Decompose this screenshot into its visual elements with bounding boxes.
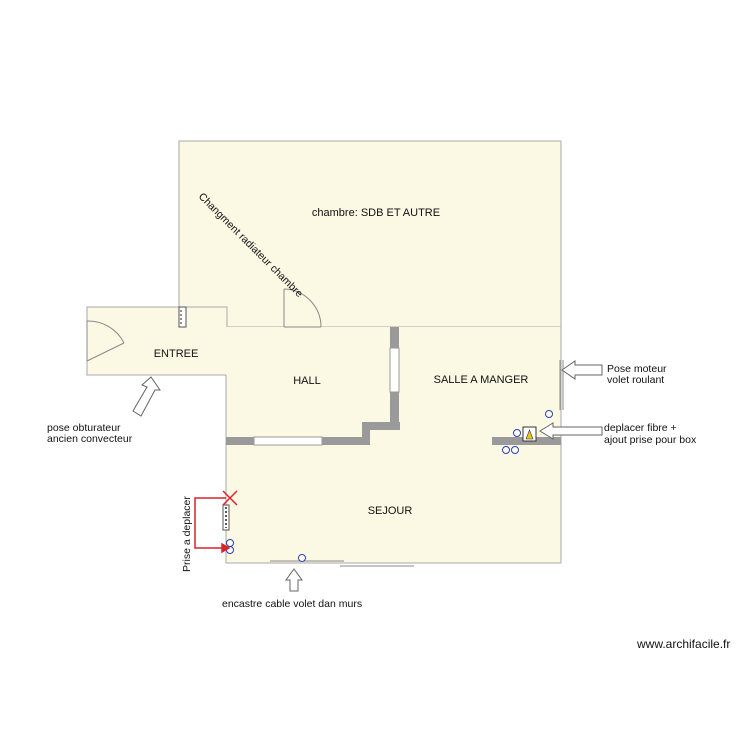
room-salle-a-manger [396, 327, 561, 442]
window-sejour-west [222, 504, 230, 531]
annotation-fibre-line1: deplacer fibre + [604, 422, 677, 434]
wall-step-vertical [362, 422, 370, 445]
door-entree [86, 320, 125, 362]
annotation-fibre-line2: ajout prise pour box [604, 434, 697, 446]
annotation-obturateur-line1: pose obturateur [47, 422, 121, 434]
watermark: www.archifacile.fr [636, 637, 730, 651]
room-label-chambre: chambre: SDB ET AUTRE [312, 207, 440, 219]
wall-hall-south-left [226, 437, 254, 445]
room-chambre [178, 140, 562, 328]
arrow-up-obturateur-icon [132, 376, 161, 417]
wall-stub-chambre [178, 306, 187, 328]
window-sejour-south [270, 560, 414, 567]
room-sejour [226, 442, 561, 563]
wall-hall-south-right [322, 437, 370, 445]
room-entree [86, 306, 228, 376]
room-label-sejour: SEJOUR [368, 505, 413, 517]
annotation-obturateur-line2: ancien convecteur [47, 433, 133, 445]
arrow-up-cable-icon [285, 568, 303, 592]
wall-step-horizontal [362, 422, 400, 430]
door-chambre [283, 288, 322, 328]
annotation-cable: encastre cable volet dan murs [222, 598, 362, 610]
remove-marker-icon [222, 490, 238, 506]
relocate-arrow-icon [194, 497, 231, 554]
wall-hall-east-top [390, 327, 399, 348]
room-label-salle-a-manger: SALLE A MANGER [434, 374, 529, 386]
arrow-left-fibre-icon [539, 422, 603, 440]
annotation-prise: Prise a deplacer [181, 496, 193, 572]
wall-hall-east-bottom [390, 392, 399, 430]
wall-hall-south-opening [253, 436, 323, 446]
annotation-moteur-line2: volet roulant [607, 374, 664, 386]
room-label-entree: ENTREE [154, 348, 199, 360]
window-salle-east [559, 360, 564, 410]
arrow-left-moteur-icon [561, 360, 603, 380]
wall-hall-east-opening [389, 347, 400, 393]
room-label-hall: HALL [293, 375, 321, 387]
annotation-moteur-line1: Pose moteur [607, 363, 667, 375]
electrical-panel-icon [522, 426, 537, 442]
